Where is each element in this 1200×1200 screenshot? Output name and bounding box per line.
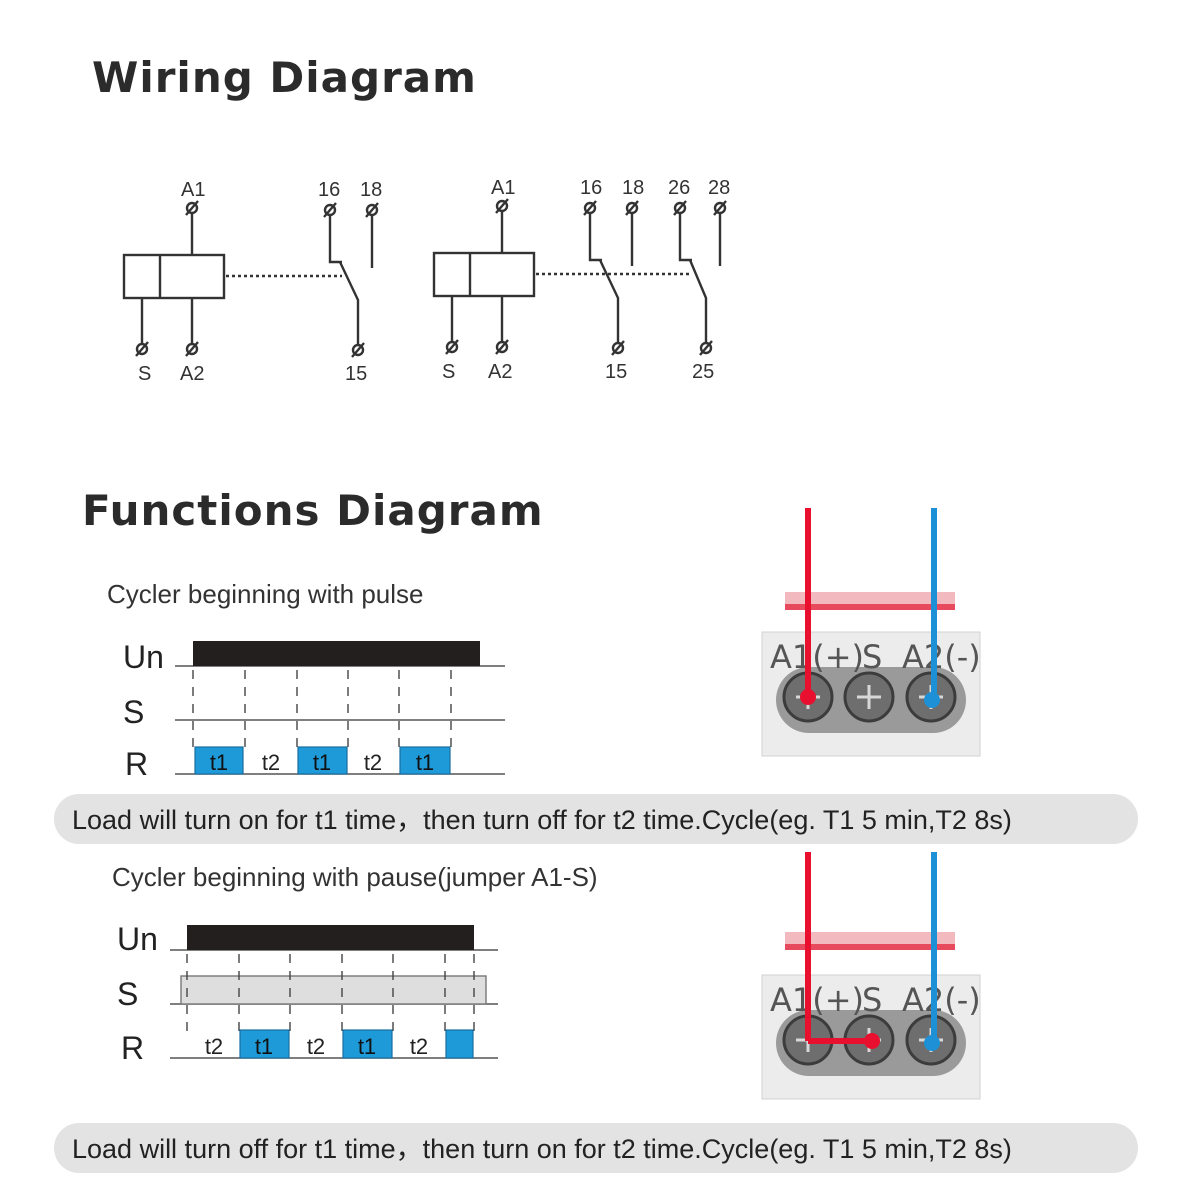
r-on-segment bbox=[239, 1029, 290, 1059]
segment-label: t2 bbox=[364, 750, 382, 775]
label-a2: A2 bbox=[180, 363, 204, 385]
segment-label: t1 bbox=[210, 750, 228, 775]
label-28: 28 bbox=[708, 177, 730, 199]
segment-label: t2 bbox=[307, 1034, 325, 1059]
timing-pause-title: Cycler beginning with pause(jumper A1-S) bbox=[112, 862, 598, 892]
segment-label: t1 bbox=[313, 750, 331, 775]
no-contact bbox=[328, 215, 342, 264]
label-a1: A1 bbox=[181, 179, 205, 201]
red-cover-edge bbox=[785, 944, 955, 950]
segment-label: t1 bbox=[416, 750, 434, 775]
plate-label-a1: A1(+) bbox=[770, 638, 864, 676]
terminal-symbols bbox=[135, 200, 379, 358]
label-a2: A2 bbox=[488, 361, 512, 383]
plate-label-s: S bbox=[862, 638, 882, 676]
pause-r-segments: t2 t1 t2 t1 t2 bbox=[205, 1029, 474, 1059]
common-contact-blade bbox=[338, 261, 360, 345]
note-pulse-text: Load will turn on for t1 time，then turn … bbox=[72, 805, 1012, 835]
red-cover-strip bbox=[785, 932, 955, 946]
plate-label-s: S bbox=[862, 981, 882, 1019]
wiring-diagram-title: Wiring Diagram bbox=[92, 53, 477, 102]
plate-label-a1: A1(+) bbox=[770, 981, 864, 1019]
signal-s-label: S bbox=[117, 976, 138, 1012]
wiring-right-relay: A1 S A2 16 18 15 26 28 25 bbox=[432, 177, 730, 383]
time-divider-lines bbox=[192, 670, 452, 748]
functions-diagram-title: Functions Diagram bbox=[82, 486, 544, 535]
time-divider-lines bbox=[186, 954, 475, 1032]
un-bar bbox=[193, 641, 480, 666]
jumper-dot bbox=[864, 1033, 880, 1049]
signal-r-label: R bbox=[121, 1030, 144, 1066]
c2-no-contact bbox=[678, 213, 692, 262]
label-15: 15 bbox=[605, 361, 627, 383]
terminal-block-pulse: A1(+) S A2(-) bbox=[761, 508, 981, 757]
label-18: 18 bbox=[360, 179, 382, 201]
signal-r-label: R bbox=[125, 746, 148, 782]
timing-pause: Cycler beginning with pause(jumper A1-S)… bbox=[112, 862, 598, 1066]
segment-label: t2 bbox=[262, 750, 280, 775]
negative-wire-dot bbox=[924, 1035, 940, 1051]
terminal-symbols bbox=[445, 198, 727, 356]
wiring-left-relay: A1 S A2 16 18 15 bbox=[122, 179, 382, 385]
label-25: 25 bbox=[692, 361, 714, 383]
timing-pulse: Cycler beginning with pulse Un S R t1 t2… bbox=[107, 579, 505, 782]
note-pause-text: Load will turn off for t1 time，then turn… bbox=[72, 1134, 1012, 1164]
pulse-r-segments: t1 t2 t1 t2 t1 bbox=[194, 746, 451, 775]
segment-label: t2 bbox=[205, 1034, 223, 1059]
segment-label: t1 bbox=[358, 1034, 376, 1059]
positive-wire-dot bbox=[800, 689, 816, 705]
label-s: S bbox=[138, 363, 151, 385]
c1-common-blade bbox=[598, 259, 620, 343]
negative-wire-dot bbox=[924, 692, 940, 708]
c2-common-blade bbox=[688, 259, 708, 343]
label-18: 18 bbox=[622, 177, 644, 199]
label-s: S bbox=[442, 361, 455, 383]
terminal-block-pause: A1(+) S A2(-) bbox=[761, 852, 981, 1100]
label-16: 16 bbox=[318, 179, 340, 201]
r-on-segment bbox=[194, 746, 244, 775]
signal-un-label: Un bbox=[123, 639, 164, 675]
red-cover-strip bbox=[785, 592, 955, 606]
c1-no-contact bbox=[588, 213, 602, 262]
r-on-segment bbox=[445, 1029, 474, 1059]
un-bar bbox=[187, 925, 474, 950]
label-16: 16 bbox=[580, 177, 602, 199]
plate-label-a2: A2(-) bbox=[902, 981, 981, 1019]
label-15: 15 bbox=[345, 363, 367, 385]
plate-label-a2: A2(-) bbox=[902, 638, 981, 676]
r-on-segment bbox=[399, 746, 451, 775]
note-pulse-box bbox=[54, 794, 1138, 844]
segment-label: t2 bbox=[410, 1034, 428, 1059]
coil-box bbox=[122, 253, 226, 300]
note-pause-box bbox=[54, 1123, 1138, 1173]
red-cover-edge bbox=[785, 604, 955, 610]
label-26: 26 bbox=[668, 177, 690, 199]
s-jumper-bar bbox=[180, 975, 487, 1005]
segment-label: t1 bbox=[255, 1034, 273, 1059]
coil-box bbox=[432, 251, 536, 298]
r-on-segment bbox=[297, 746, 348, 775]
label-a1: A1 bbox=[491, 177, 515, 199]
r-on-segment bbox=[342, 1029, 393, 1059]
signal-un-label: Un bbox=[117, 921, 158, 957]
signal-s-label: S bbox=[123, 694, 144, 730]
timing-pulse-title: Cycler beginning with pulse bbox=[107, 579, 424, 609]
